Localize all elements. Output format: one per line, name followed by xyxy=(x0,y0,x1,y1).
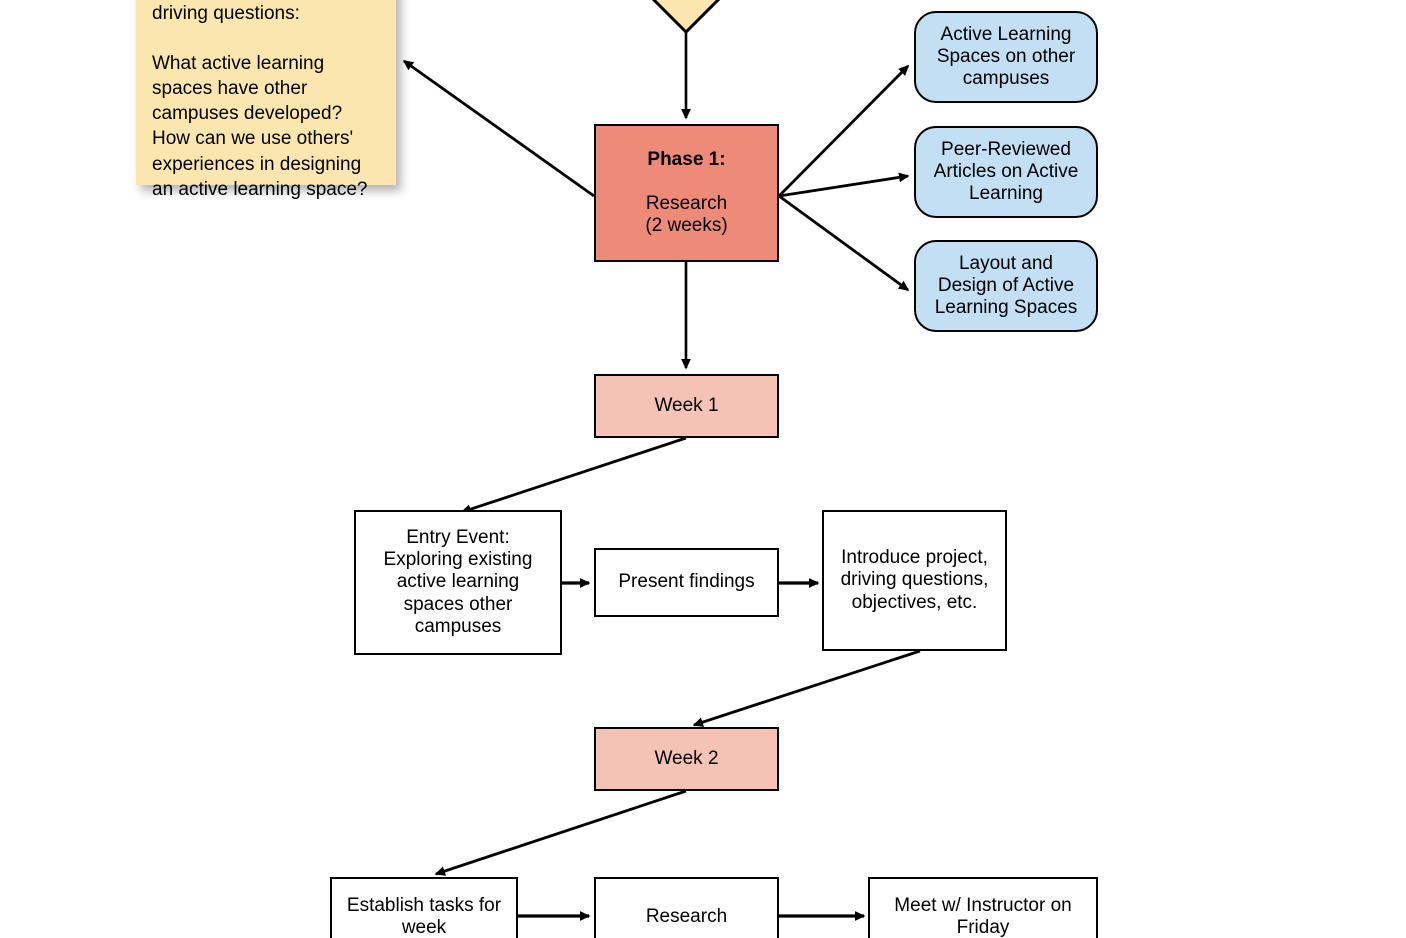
edge-week2-to-establish xyxy=(434,789,687,876)
task-node-research: Research xyxy=(594,877,779,938)
top-diamond-partial-icon xyxy=(651,0,721,35)
resource-node-layout-and-design: Layout and Design of Active Learning Spa… xyxy=(914,240,1098,332)
phase-1-node: Phase 1: Research (2 weeks) xyxy=(594,124,779,262)
edge-week1-to-entry-event xyxy=(460,436,687,514)
phase-1-subtitle: Research (2 weeks) xyxy=(645,193,728,237)
task-node-present-findings: Present findings xyxy=(594,548,779,617)
sticky-note-driving-questions: driving questions: What active learning … xyxy=(136,0,396,200)
edge-phase-to-resource-2 xyxy=(778,172,910,198)
edge-phase-to-sticky xyxy=(402,59,595,198)
resource-node-peer-reviewed-articles: Peer-Reviewed Articles on Active Learnin… xyxy=(914,126,1098,218)
sticky-note-text: What active learning spaces have other c… xyxy=(152,53,368,200)
edge-phase-to-resource-3 xyxy=(778,194,910,292)
phase-1-title: Phase 1: xyxy=(647,148,726,170)
week-2-node: Week 2 xyxy=(594,727,779,791)
task-node-introduce-project: Introduce project, driving questions, ob… xyxy=(822,510,1007,651)
edge-introduce-to-week2 xyxy=(692,649,921,727)
resource-node-active-learning-spaces: Active Learning Spaces on other campuses xyxy=(914,11,1098,103)
task-node-establish-tasks: Establish tasks for week xyxy=(330,877,518,938)
week-1-node: Week 1 xyxy=(594,374,779,438)
edge-phase-to-resource-1 xyxy=(778,64,910,197)
task-node-entry-event: Entry Event: Exploring existing active l… xyxy=(354,510,562,655)
task-node-meet-instructor: Meet w/ Instructor on Friday xyxy=(868,877,1098,938)
sticky-note-clipped-line: driving questions: xyxy=(152,3,300,25)
